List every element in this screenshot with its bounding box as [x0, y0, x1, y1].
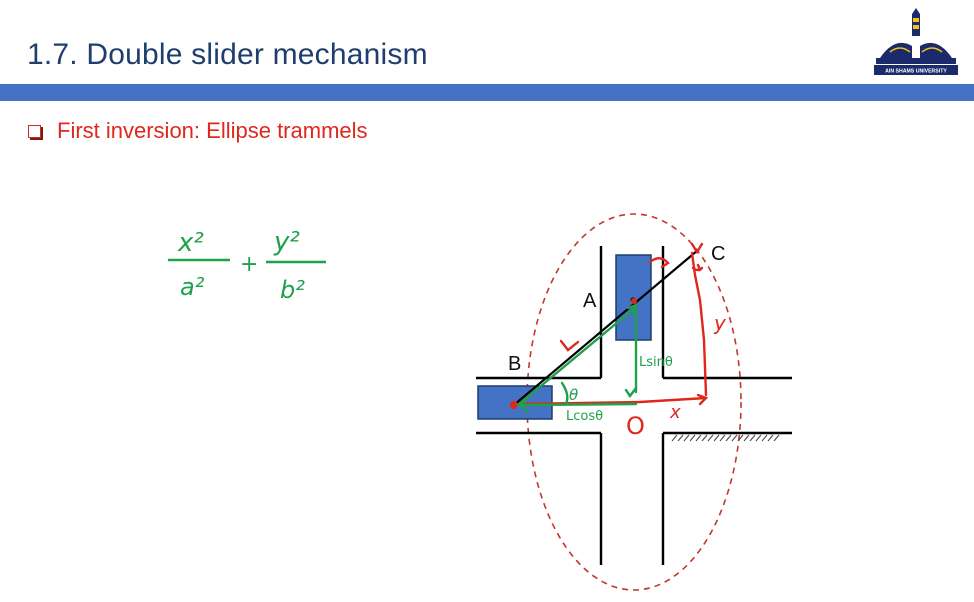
x-label: x: [669, 402, 681, 423]
red-annotations: [510, 242, 709, 409]
point-b-label: B: [508, 353, 522, 375]
bullet-text: First inversion: Ellipse trammels: [57, 118, 368, 143]
guide-channels: [476, 246, 792, 565]
header-bar: [0, 84, 974, 101]
theta-label: θ: [569, 386, 578, 404]
green-annotations: [516, 302, 638, 414]
eq-y2: y²: [273, 227, 300, 257]
L-mark: [559, 339, 580, 352]
theta-arc: [560, 381, 569, 406]
eq-plus: +: [240, 252, 258, 277]
origin-label: O: [626, 412, 645, 440]
university-logo: AIN SHAMS UNIVERSITY: [874, 8, 958, 75]
point-a-label: A: [583, 290, 597, 312]
logo-text: AIN SHAMS UNIVERSITY: [885, 69, 947, 75]
lsin-label: Lsinθ: [639, 355, 673, 370]
L-vector: [516, 305, 638, 407]
x-dimension-line: [518, 396, 708, 406]
dashed-ellipse: [526, 213, 742, 591]
b-mark: [648, 257, 670, 269]
eq-b2: b²: [280, 276, 305, 304]
point-c-label: C: [711, 243, 726, 265]
ground-hatching: [671, 434, 780, 442]
eq-x2: x²: [177, 228, 204, 258]
y-label: y: [713, 311, 727, 335]
slider-a: [615, 254, 652, 341]
ellipse-equation: x² a² + y² b²: [168, 227, 326, 304]
slide-title: 1.7. Double slider mechanism: [27, 38, 428, 71]
y-dimension-line: [690, 251, 708, 397]
lcos-label: Lcosθ: [566, 409, 603, 424]
connecting-link: [513, 249, 699, 406]
square-bullet-icon: [28, 124, 41, 138]
eq-a2: a²: [180, 273, 205, 301]
bullet-item: First inversion: Ellipse trammels: [28, 118, 368, 144]
